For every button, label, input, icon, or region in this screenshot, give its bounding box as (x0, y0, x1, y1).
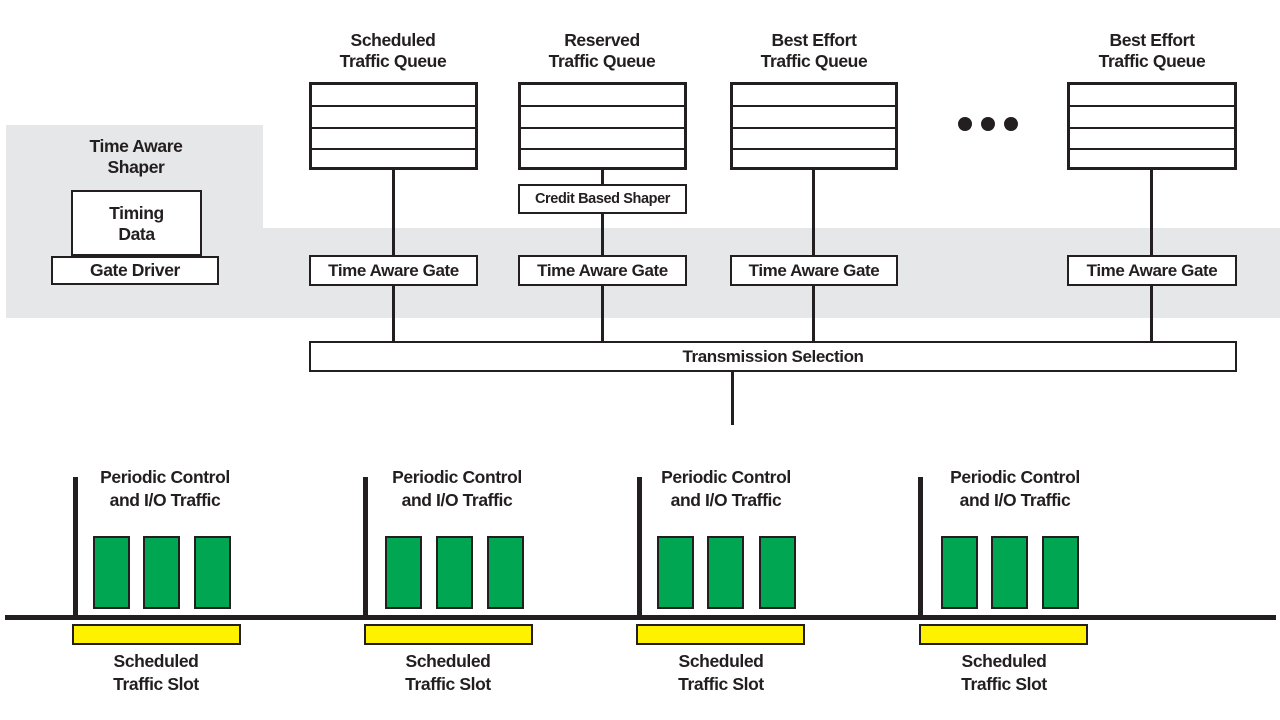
connector-line (1150, 170, 1153, 255)
scheduled-slot-bar (364, 624, 533, 645)
queue-stack-scheduled (309, 82, 478, 170)
frame-bar (941, 536, 978, 609)
scheduled-slot-bar (919, 624, 1088, 645)
queue-stack-best-effort-2 (1067, 82, 1237, 170)
queue-stack-best-effort-1 (730, 82, 898, 170)
time-aware-gate-1: Time Aware Gate (309, 255, 478, 286)
gate-driver-box: Gate Driver (51, 256, 219, 285)
transmission-selection-box: Transmission Selection (309, 341, 1237, 372)
frame-bar (143, 536, 180, 609)
time-aware-gate-4: Time Aware Gate (1067, 255, 1237, 286)
output-line (731, 372, 734, 425)
cycle-tick (363, 477, 368, 620)
connector-line (392, 286, 395, 341)
frame-bar (93, 536, 130, 609)
frame-bar (707, 536, 744, 609)
connector-line (812, 286, 815, 341)
frame-bar (194, 536, 231, 609)
scheduled-slot-bar (636, 624, 805, 645)
frame-bar (1042, 536, 1079, 609)
connector-line (1150, 286, 1153, 341)
scheduled-slot-bar (72, 624, 241, 645)
time-aware-gate-2: Time Aware Gate (518, 255, 687, 286)
frame-bar (385, 536, 422, 609)
ellipsis-dots-icon (958, 117, 1018, 131)
time-aware-shaper-label: Time Aware Shaper (89, 136, 183, 177)
connector-line (601, 170, 604, 184)
credit-based-shaper-box: Credit Based Shaper (518, 184, 687, 214)
frame-bar (991, 536, 1028, 609)
connector-line (601, 213, 604, 255)
frame-bar (436, 536, 473, 609)
frame-bar (759, 536, 796, 609)
cycle-tick (918, 477, 923, 620)
connector-line (392, 170, 395, 255)
cycle-tick (73, 477, 78, 620)
connector-line (601, 286, 604, 341)
connector-line (812, 170, 815, 255)
cycle-tick (637, 477, 642, 620)
frame-bar (487, 536, 524, 609)
time-aware-gate-3: Time Aware Gate (730, 255, 898, 286)
timing-data-box: Timing Data (71, 190, 202, 256)
frame-bar (657, 536, 694, 609)
queue-stack-reserved (518, 82, 687, 170)
